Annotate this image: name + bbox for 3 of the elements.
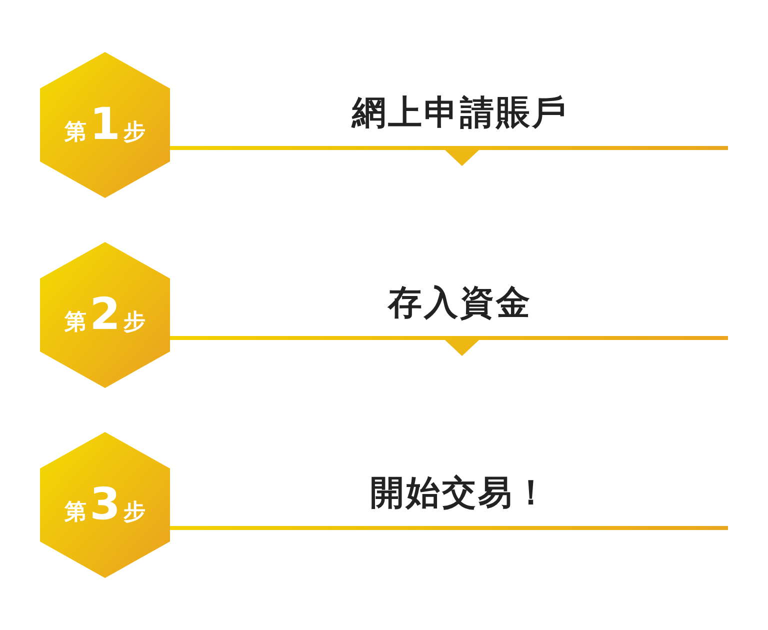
step-title: 開始交易！ xyxy=(370,472,550,515)
step-title: 存入資金 xyxy=(388,282,532,325)
step-title: 網上申請賬戶 xyxy=(352,92,568,135)
